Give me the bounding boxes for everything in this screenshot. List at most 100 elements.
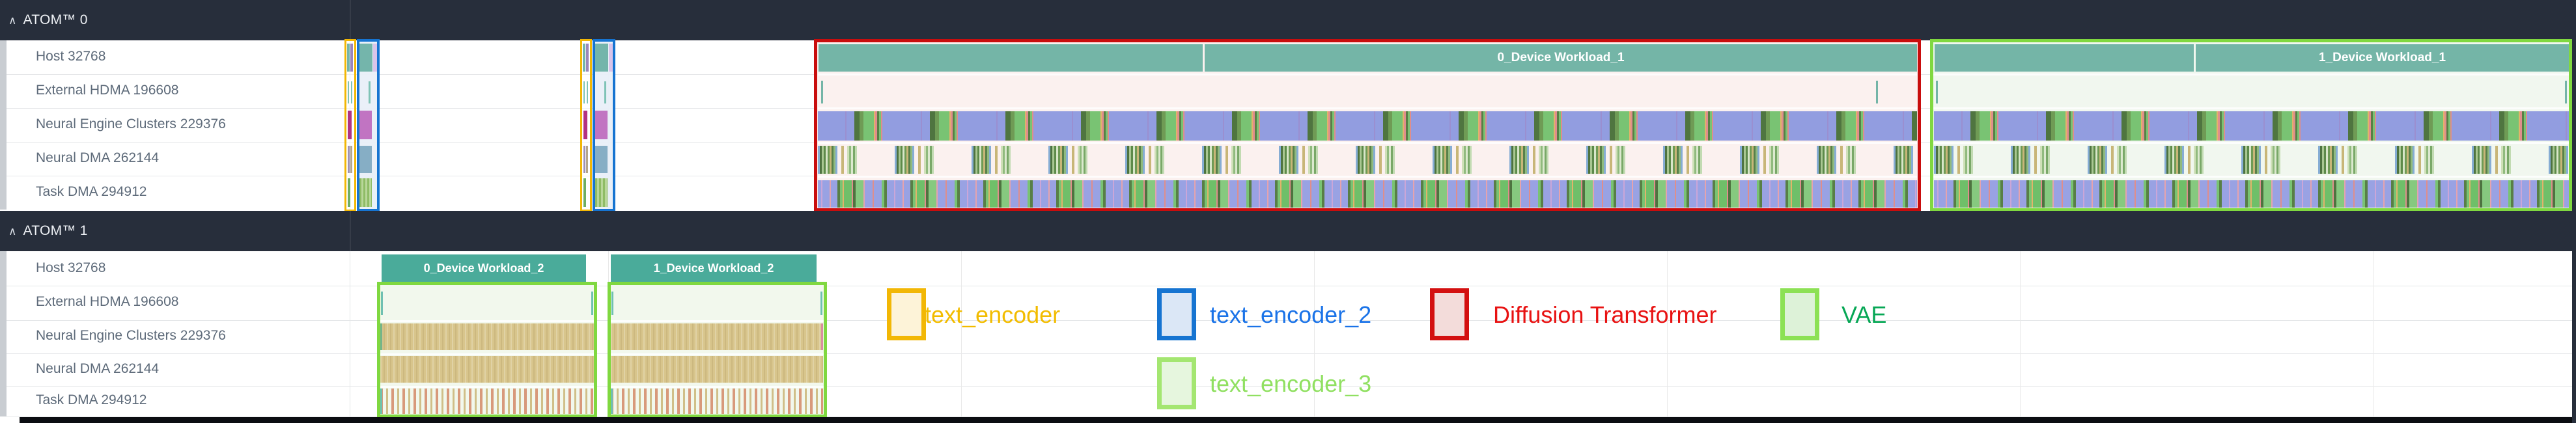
track-label-host: Host 32768 <box>36 260 106 275</box>
workload-label: 1_Device Workload_1 <box>2318 51 2446 64</box>
host-event[interactable] <box>595 44 608 72</box>
task-dma-events[interactable] <box>818 180 1917 208</box>
region-row-separator <box>1933 107 2569 109</box>
host-event[interactable] <box>359 44 372 72</box>
legend-label-text-encoder: text_encoder <box>925 301 1061 328</box>
legend-label-text-encoder-2: text_encoder_2 <box>1210 301 1372 328</box>
host-event[interactable] <box>609 44 613 72</box>
hdma-event-tick[interactable] <box>351 81 352 103</box>
neural-dma-events[interactable] <box>380 356 594 383</box>
host-event[interactable] <box>347 44 350 72</box>
workload-bar-segment[interactable] <box>819 44 1203 72</box>
neural-engine-event[interactable] <box>348 111 352 139</box>
track-label-host: Host 32768 <box>36 49 106 64</box>
host-event[interactable] <box>586 44 589 72</box>
neural-engine-event[interactable] <box>359 111 372 139</box>
task-dma-event[interactable] <box>583 178 586 207</box>
neural-engine-events[interactable] <box>818 111 1917 141</box>
track-label-task: Task DMA 294912 <box>36 392 147 407</box>
legend-swatch-text-encoder <box>887 288 926 340</box>
legend-swatch-text-encoder-3 <box>1157 357 1196 409</box>
neural-dma-event[interactable] <box>348 146 350 173</box>
host-event[interactable] <box>583 44 585 72</box>
hdma-event-tick[interactable] <box>1876 81 1878 103</box>
task-dma-events[interactable] <box>1934 180 2569 208</box>
hdma-event-tick[interactable] <box>821 81 823 103</box>
task-dma-event[interactable] <box>348 178 350 207</box>
task-dma-event-edge <box>380 389 382 414</box>
neural-engine-event[interactable] <box>583 111 587 139</box>
region-row-separator <box>1933 176 2569 178</box>
track-label-nec: Neural Engine Clusters 229376 <box>36 116 226 131</box>
host-event[interactable] <box>350 44 353 72</box>
hdma-event-tick[interactable] <box>381 292 383 315</box>
track-label-hdma: External HDMA 196608 <box>36 83 179 98</box>
neural-dma-events[interactable] <box>611 356 823 383</box>
legend-label-vae: VAE <box>1841 301 1887 328</box>
neural-dma-events[interactable] <box>818 146 1917 174</box>
neural-dma-event[interactable] <box>586 146 588 173</box>
row-separator <box>7 353 2576 354</box>
neural-dma-event[interactable] <box>359 146 372 173</box>
neural-engine-events[interactable] <box>1934 111 2569 141</box>
workload-bar[interactable]: 0_Device Workload_2 <box>382 254 586 282</box>
task-dma-event-edge <box>611 389 613 414</box>
neural-engine-events[interactable] <box>611 323 823 350</box>
region-row-separator <box>611 353 824 355</box>
row-separator <box>7 386 2576 387</box>
hdma-event-tick[interactable] <box>587 81 588 103</box>
region-row-separator <box>380 320 594 322</box>
hdma-event-tick[interactable] <box>583 81 585 103</box>
region-row-separator <box>380 353 594 355</box>
track-label-hdma: External HDMA 196608 <box>36 294 179 309</box>
track-label-ndma: Neural DMA 262144 <box>36 361 160 376</box>
workload-bar[interactable]: 0_Device Workload_1 <box>1205 44 1917 72</box>
neural-dma-event[interactable] <box>595 146 608 173</box>
hdma-event-tick[interactable] <box>348 81 349 103</box>
neural-dma-event[interactable] <box>583 146 585 173</box>
task-dma-event[interactable] <box>359 178 372 207</box>
track-label-nec: Neural Engine Clusters 229376 <box>36 328 226 343</box>
gridline <box>1667 251 1668 416</box>
workload-bar-segment[interactable] <box>1935 44 2194 72</box>
host-event[interactable] <box>373 44 377 72</box>
region-row-separator <box>1933 142 2569 144</box>
hdma-event-tick[interactable] <box>604 81 606 103</box>
hdma-event-tick[interactable] <box>820 292 822 315</box>
neural-dma-event[interactable] <box>350 146 352 173</box>
hdma-event-tick[interactable] <box>2565 81 2567 103</box>
section-header-atom1[interactable]: ∧ ATOM™ 1 <box>0 211 2576 251</box>
neural-engine-event-edge <box>821 323 823 350</box>
horizontal-scrollbar-thumb[interactable] <box>20 417 2576 423</box>
neural-engine-events[interactable] <box>380 323 594 350</box>
hdma-event-tick[interactable] <box>1936 81 1938 103</box>
gridline <box>2020 251 2021 416</box>
hdma-event-tick[interactable] <box>591 292 593 315</box>
region-row-separator <box>611 320 824 322</box>
row-separator <box>7 320 2576 321</box>
neural-dma-events[interactable] <box>1934 146 2569 174</box>
region-row-separator <box>1933 74 2569 75</box>
collapse-chevron-icon[interactable]: ∧ <box>8 14 17 27</box>
section-title: ATOM™ 0 <box>23 12 88 27</box>
row-separator <box>7 416 2576 417</box>
section-header-atom0[interactable]: ∧ ATOM™ 0 <box>0 0 2576 40</box>
task-dma-event[interactable] <box>595 178 608 207</box>
workload-bar[interactable]: 1_Device Workload_2 <box>611 254 817 282</box>
task-dma-events[interactable] <box>611 389 823 414</box>
neural-engine-event-edge <box>380 323 382 350</box>
gridline <box>1314 251 1315 416</box>
workload-bar[interactable]: 1_Device Workload_1 <box>2196 44 2569 72</box>
legend-label-text-encoder-3: text_encoder_3 <box>1210 370 1372 397</box>
region-row-separator <box>818 176 1917 178</box>
task-dma-events[interactable] <box>380 389 594 414</box>
hdma-event-tick[interactable] <box>611 292 613 315</box>
neural-engine-event[interactable] <box>595 111 608 139</box>
region-row-separator <box>380 386 594 388</box>
legend-label-diffusion-transformer: Diffusion Transformer <box>1493 301 1717 328</box>
workload-label: 0_Device Workload_2 <box>423 261 544 275</box>
collapse-chevron-icon[interactable]: ∧ <box>8 225 17 238</box>
hdma-event-tick[interactable] <box>369 81 371 103</box>
workload-label: 0_Device Workload_1 <box>1497 51 1625 64</box>
